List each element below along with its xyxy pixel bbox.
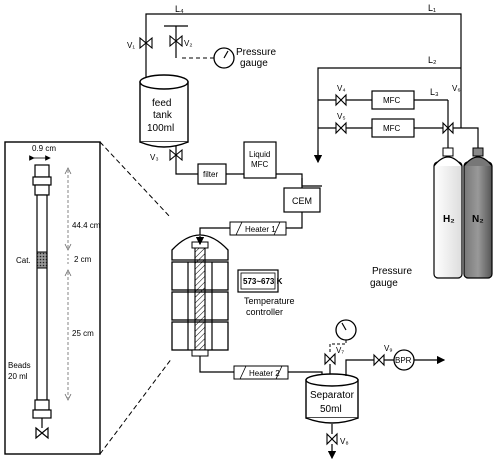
line-l3-label: L₃ [430, 87, 439, 97]
mfc-bottom-label: MFC [383, 124, 401, 133]
liquid-mfc-label-1: Liquid [249, 150, 270, 159]
n2-label: N₂ [472, 214, 484, 225]
valve-v3-icon[interactable] [169, 148, 183, 162]
total-length-label: 44.4 cm [72, 221, 101, 230]
valve-v7-label: V₇ [336, 346, 344, 355]
filter-box [197, 163, 227, 185]
pressure-gauge-bottom-label-2: gauge [370, 278, 398, 289]
tube-outlet-valve-icon [35, 426, 49, 440]
cat-label: Cat. [16, 256, 31, 265]
feed-tank-label-2: tank [153, 110, 173, 121]
feed-tank-label-3: 100ml [147, 123, 174, 134]
pressure-gauge-bottom-icon [335, 319, 357, 341]
pressure-gauge-top-label-1: Pressure [236, 47, 276, 58]
line-l1-label: L₁ [428, 3, 436, 13]
temperature-controller-label-2: controller [246, 307, 283, 317]
feed-tank-label-1: feed [152, 98, 171, 109]
separator [305, 373, 359, 424]
filter-label: filter [203, 170, 218, 179]
valve-v7-icon[interactable] [324, 352, 336, 366]
valve-v9-label: V₉ [384, 344, 393, 353]
valve-v1-icon[interactable] [139, 36, 153, 50]
cat-length-label: 2 cm [74, 255, 92, 264]
cem-label: CEM [292, 196, 312, 206]
bpr-label: BPR [395, 356, 412, 365]
feed-tank [139, 74, 189, 148]
separator-label-1: Separator [310, 390, 355, 401]
temperature-display-value: 573~673 K [243, 277, 283, 286]
valve-v8-icon[interactable] [326, 432, 338, 446]
n2-cylinder [463, 147, 493, 279]
h2-label: H₂ [443, 214, 455, 225]
mfc-top-label: MFC [383, 96, 401, 105]
valve-v8-label: V₈ [340, 437, 349, 446]
cem-box [283, 187, 321, 213]
liquid-mfc-label-2: MFC [251, 160, 269, 169]
separator-label-2: 50ml [320, 404, 342, 415]
pressure-gauge-top-icon [213, 47, 235, 69]
valve-v2-icon[interactable] [169, 34, 183, 48]
valve-v2-label: V₂ [184, 39, 192, 48]
valve-v4-label: V₄ [337, 84, 346, 93]
reactor-detail-panel: 0.9 cm Cat. Beads 20 ml 44.4 cm 2 cm 25 … [4, 141, 101, 455]
beads-length-label: 25 cm [72, 329, 94, 338]
h2-cylinder [433, 147, 463, 279]
valve-v1-label: V₁ [127, 41, 135, 50]
valve-v5-icon[interactable] [335, 121, 347, 135]
mfc-bottom-box [371, 118, 415, 138]
heater-1-box [229, 221, 287, 236]
beads-volume-label: 20 ml [8, 372, 28, 381]
tube-width-label: 0.9 cm [32, 144, 56, 153]
valve-v5-label: V₅ [337, 112, 346, 121]
heater-1-label: Heater 1 [245, 225, 276, 234]
catalyst-bed [36, 251, 48, 269]
heater-2-label: Heater 2 [249, 369, 280, 378]
beads-label: Beads [8, 361, 31, 370]
pressure-gauge-bottom-label-1: Pressure [372, 266, 412, 277]
pressure-gauge-top-label-2: gauge [240, 58, 268, 69]
valve-v4-icon[interactable] [335, 93, 347, 107]
line-l2-label: L₂ [428, 55, 437, 65]
valve-v3-label: V₃ [150, 153, 159, 162]
line-l4-label: L₄ [175, 4, 184, 14]
furnace [171, 234, 229, 357]
valve-v6-label: V₆ [452, 84, 461, 93]
mfc-top-box [371, 90, 415, 110]
heater-2-box [233, 365, 289, 380]
temperature-controller-label-1: Temperature [244, 296, 295, 306]
valve-v9-icon[interactable] [373, 353, 385, 367]
liquid-mfc-box [243, 141, 277, 179]
